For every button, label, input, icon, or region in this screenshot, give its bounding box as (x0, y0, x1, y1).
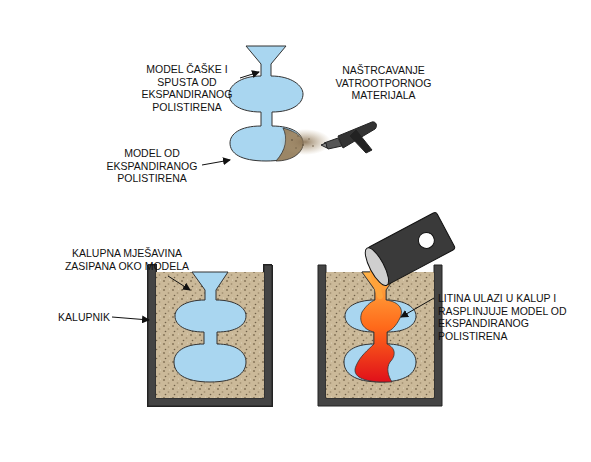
callout-label: NAŠTRCAVANJE VATROOTPORNOG MATERIJALA (316, 64, 451, 102)
callout-label: MODEL OD EKSPANDIRANOG POLISTIRENA (104, 147, 200, 185)
callout-label: LITINA ULAZI U KALUP I RASPLINJUJE MODEL… (438, 292, 578, 342)
callout-label: KALUPNIK (40, 311, 110, 324)
callout-label: MODEL ČAŠKE I SPUSTA OD EKSPANDIRANOG PO… (132, 63, 242, 113)
callout-label: KALUPNA MJEŠAVINA ZASIPANA OKO MODELA (52, 247, 202, 272)
